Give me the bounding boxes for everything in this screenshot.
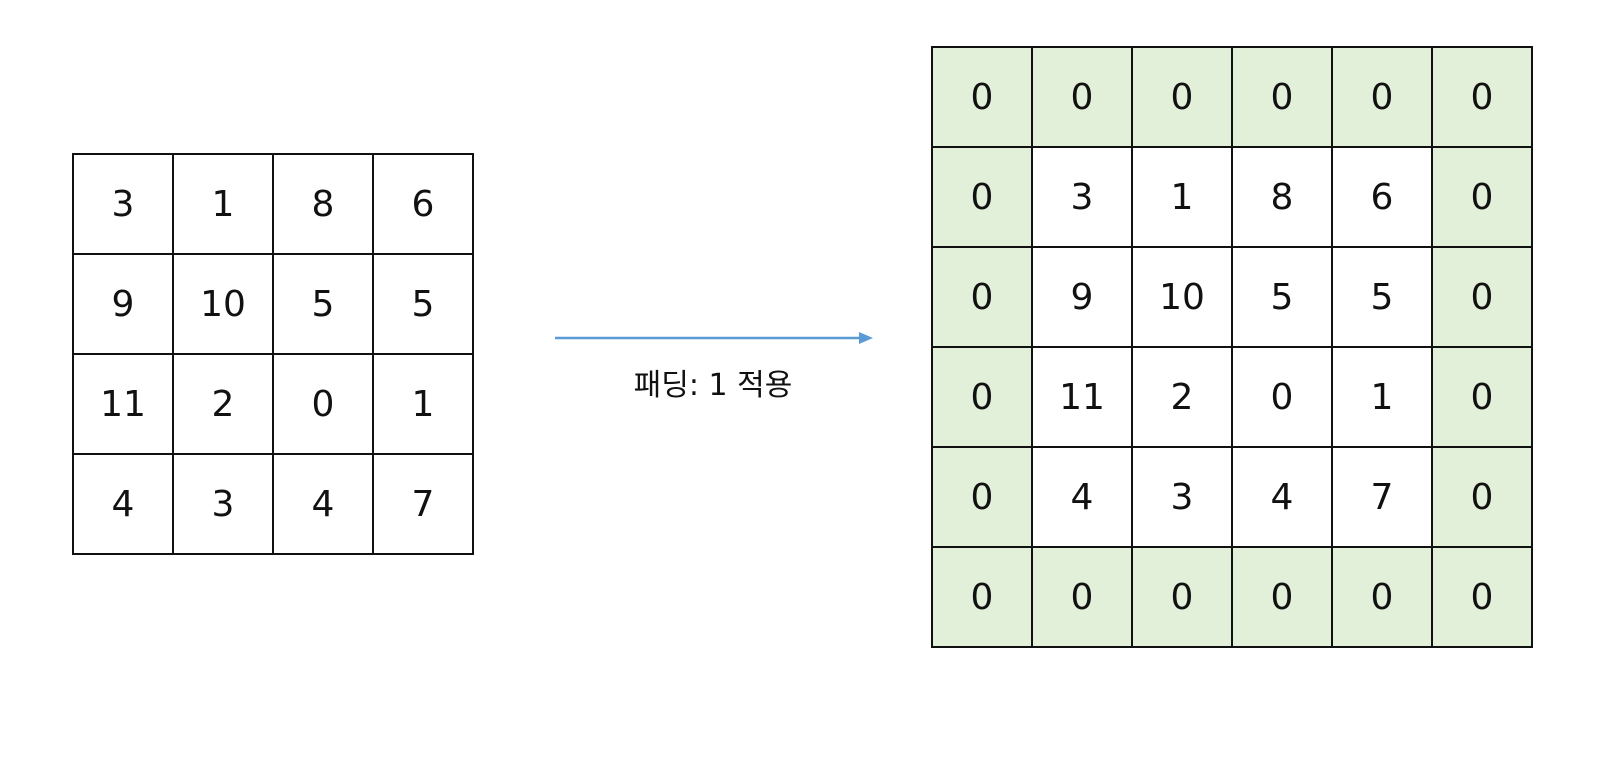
output-cell: 11 — [1031, 346, 1133, 448]
padding-cell: 0 — [1431, 146, 1533, 248]
input-cell: 2 — [172, 353, 274, 455]
padding-cell: 0 — [931, 546, 1033, 648]
padding-cell: 0 — [1131, 546, 1233, 648]
output-cell: 10 — [1131, 246, 1233, 348]
input-row: 11 2 0 1 — [72, 353, 474, 455]
output-cell: 8 — [1231, 146, 1333, 248]
padding-cell: 0 — [1131, 46, 1233, 148]
input-cell: 0 — [272, 353, 374, 455]
padding-cell: 0 — [1431, 246, 1533, 348]
input-cell: 9 — [72, 253, 174, 355]
input-cell: 10 — [172, 253, 274, 355]
padding-cell: 0 — [1431, 546, 1533, 648]
input-cell: 6 — [372, 153, 474, 255]
output-row: 0 3 1 8 6 0 — [931, 146, 1533, 248]
output-cell: 4 — [1031, 446, 1133, 548]
padding-cell: 0 — [1331, 46, 1433, 148]
input-cell: 5 — [372, 253, 474, 355]
output-cell: 6 — [1331, 146, 1433, 248]
arrow-right-icon — [555, 332, 873, 344]
input-row: 9 10 5 5 — [72, 253, 474, 355]
output-row: 0 4 3 4 7 0 — [931, 446, 1533, 548]
padding-cell: 0 — [1331, 546, 1433, 648]
input-cell: 3 — [172, 453, 274, 555]
output-row: 0 11 2 0 1 0 — [931, 346, 1533, 448]
padding-cell: 0 — [931, 146, 1033, 248]
input-matrix: 3 1 8 6 9 10 5 5 11 2 0 1 4 3 4 7 — [72, 153, 474, 555]
padding-cell: 0 — [931, 46, 1033, 148]
output-cell: 7 — [1331, 446, 1433, 548]
output-cell: 5 — [1231, 246, 1333, 348]
input-cell: 4 — [72, 453, 174, 555]
padding-cell: 0 — [1431, 46, 1533, 148]
input-cell: 4 — [272, 453, 374, 555]
padded-output-matrix: 0 0 0 0 0 0 0 3 1 8 6 0 0 9 10 5 5 0 0 1… — [931, 46, 1533, 648]
input-cell: 3 — [72, 153, 174, 255]
padding-cell: 0 — [1031, 546, 1133, 648]
output-cell: 3 — [1031, 146, 1133, 248]
output-row: 0 0 0 0 0 0 — [931, 46, 1533, 148]
output-cell: 2 — [1131, 346, 1233, 448]
input-cell: 7 — [372, 453, 474, 555]
padding-cell: 0 — [931, 346, 1033, 448]
input-cell: 5 — [272, 253, 374, 355]
output-cell: 1 — [1131, 146, 1233, 248]
input-cell: 1 — [172, 153, 274, 255]
output-row: 0 0 0 0 0 0 — [931, 546, 1533, 648]
padding-cell: 0 — [1231, 46, 1333, 148]
padding-cell: 0 — [1031, 46, 1133, 148]
output-cell: 9 — [1031, 246, 1133, 348]
output-cell: 1 — [1331, 346, 1433, 448]
output-cell: 5 — [1331, 246, 1433, 348]
output-cell: 4 — [1231, 446, 1333, 548]
input-cell: 11 — [72, 353, 174, 455]
output-cell: 3 — [1131, 446, 1233, 548]
output-cell: 0 — [1231, 346, 1333, 448]
padding-cell: 0 — [1231, 546, 1333, 648]
input-row: 3 1 8 6 — [72, 153, 474, 255]
input-row: 4 3 4 7 — [72, 453, 474, 555]
input-cell: 8 — [272, 153, 374, 255]
output-row: 0 9 10 5 5 0 — [931, 246, 1533, 348]
padding-cell: 0 — [1431, 446, 1533, 548]
padding-cell: 0 — [1431, 346, 1533, 448]
input-cell: 1 — [372, 353, 474, 455]
arrow-label: 패딩: 1 적용 — [633, 368, 793, 403]
padding-cell: 0 — [931, 446, 1033, 548]
padding-cell: 0 — [931, 246, 1033, 348]
